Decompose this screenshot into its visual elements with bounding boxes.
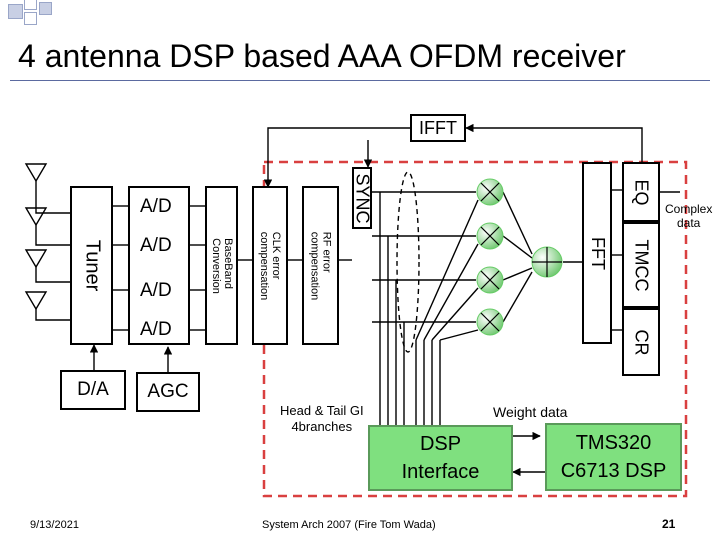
slide-title: 4 antenna DSP based AAA OFDM receiver [18, 38, 626, 74]
head-tail-line2: 4branches [291, 419, 353, 434]
baseband-label: BaseBand Conversion [209, 237, 234, 294]
ifft-label: IFFT [419, 117, 457, 138]
page-number: 21 [662, 517, 676, 531]
decor-square [24, 0, 37, 10]
footer-center: System Arch 2007 (Fire Tom Wada) [262, 519, 436, 531]
title-underline [10, 80, 710, 81]
sync-block: SYNC [352, 167, 373, 229]
ad-label: A/D [140, 196, 172, 217]
agc-label: AGC [147, 381, 189, 402]
clk-label: CLK error compensation [258, 231, 283, 300]
cr-block: CR [622, 308, 660, 376]
cr-label: CR [631, 329, 652, 355]
fft-block: FFT [582, 162, 612, 344]
tuner-label: Tuner [81, 239, 104, 292]
ifft-block: IFFT [410, 114, 466, 142]
tmcc-block: TMCC [622, 222, 660, 308]
tms320-line1: TMS320 [575, 432, 652, 454]
ad-label: A/D [140, 319, 172, 340]
ad-label: A/D [140, 280, 172, 301]
head-tail-label: Head & Tail GI 4branches [280, 403, 364, 435]
dashed-oval [396, 171, 420, 353]
ad-label: A/D [140, 235, 172, 256]
dashed-region [262, 160, 688, 498]
complex-data-label: Complex data [665, 202, 712, 230]
eq-block: EQ [622, 162, 660, 222]
dsp-interface-line1: DSP [419, 433, 462, 455]
da-block: D/A [60, 370, 126, 410]
decor-square [8, 4, 23, 19]
rf-label: RF error compensation [308, 231, 333, 300]
weight-data-label: Weight data [493, 404, 568, 420]
footer-date: 9/13/2021 [30, 519, 79, 531]
multipliers [476, 178, 504, 336]
da-label: D/A [77, 379, 109, 400]
fft-label: FFT [587, 236, 608, 270]
antennas [24, 163, 70, 321]
rf-block: RF error compensation [302, 186, 339, 345]
tms320-block: TMS320 C6713 DSP [545, 423, 682, 491]
dsp-interface-line2: Interface [401, 461, 480, 483]
tms320-line2: C6713 DSP [560, 460, 667, 482]
complex-data-line2: data [677, 216, 701, 230]
complex-data-line1: Complex [665, 202, 713, 216]
dsp-interface-block: DSP Interface [368, 425, 513, 491]
eq-label: EQ [631, 178, 652, 206]
ad-block-group: A/D A/D A/D A/D [128, 186, 190, 345]
clk-block: CLK error compensation [252, 186, 288, 345]
decor-square [39, 2, 52, 15]
agc-block: AGC [136, 372, 200, 412]
baseband-block: BaseBand Conversion [205, 186, 238, 345]
head-tail-line1: Head & Tail GI [280, 403, 364, 418]
decor-square [24, 12, 37, 25]
tmcc-label: TMCC [631, 239, 652, 291]
tuner-block: Tuner [70, 186, 113, 345]
sync-label: SYNC [352, 172, 373, 224]
